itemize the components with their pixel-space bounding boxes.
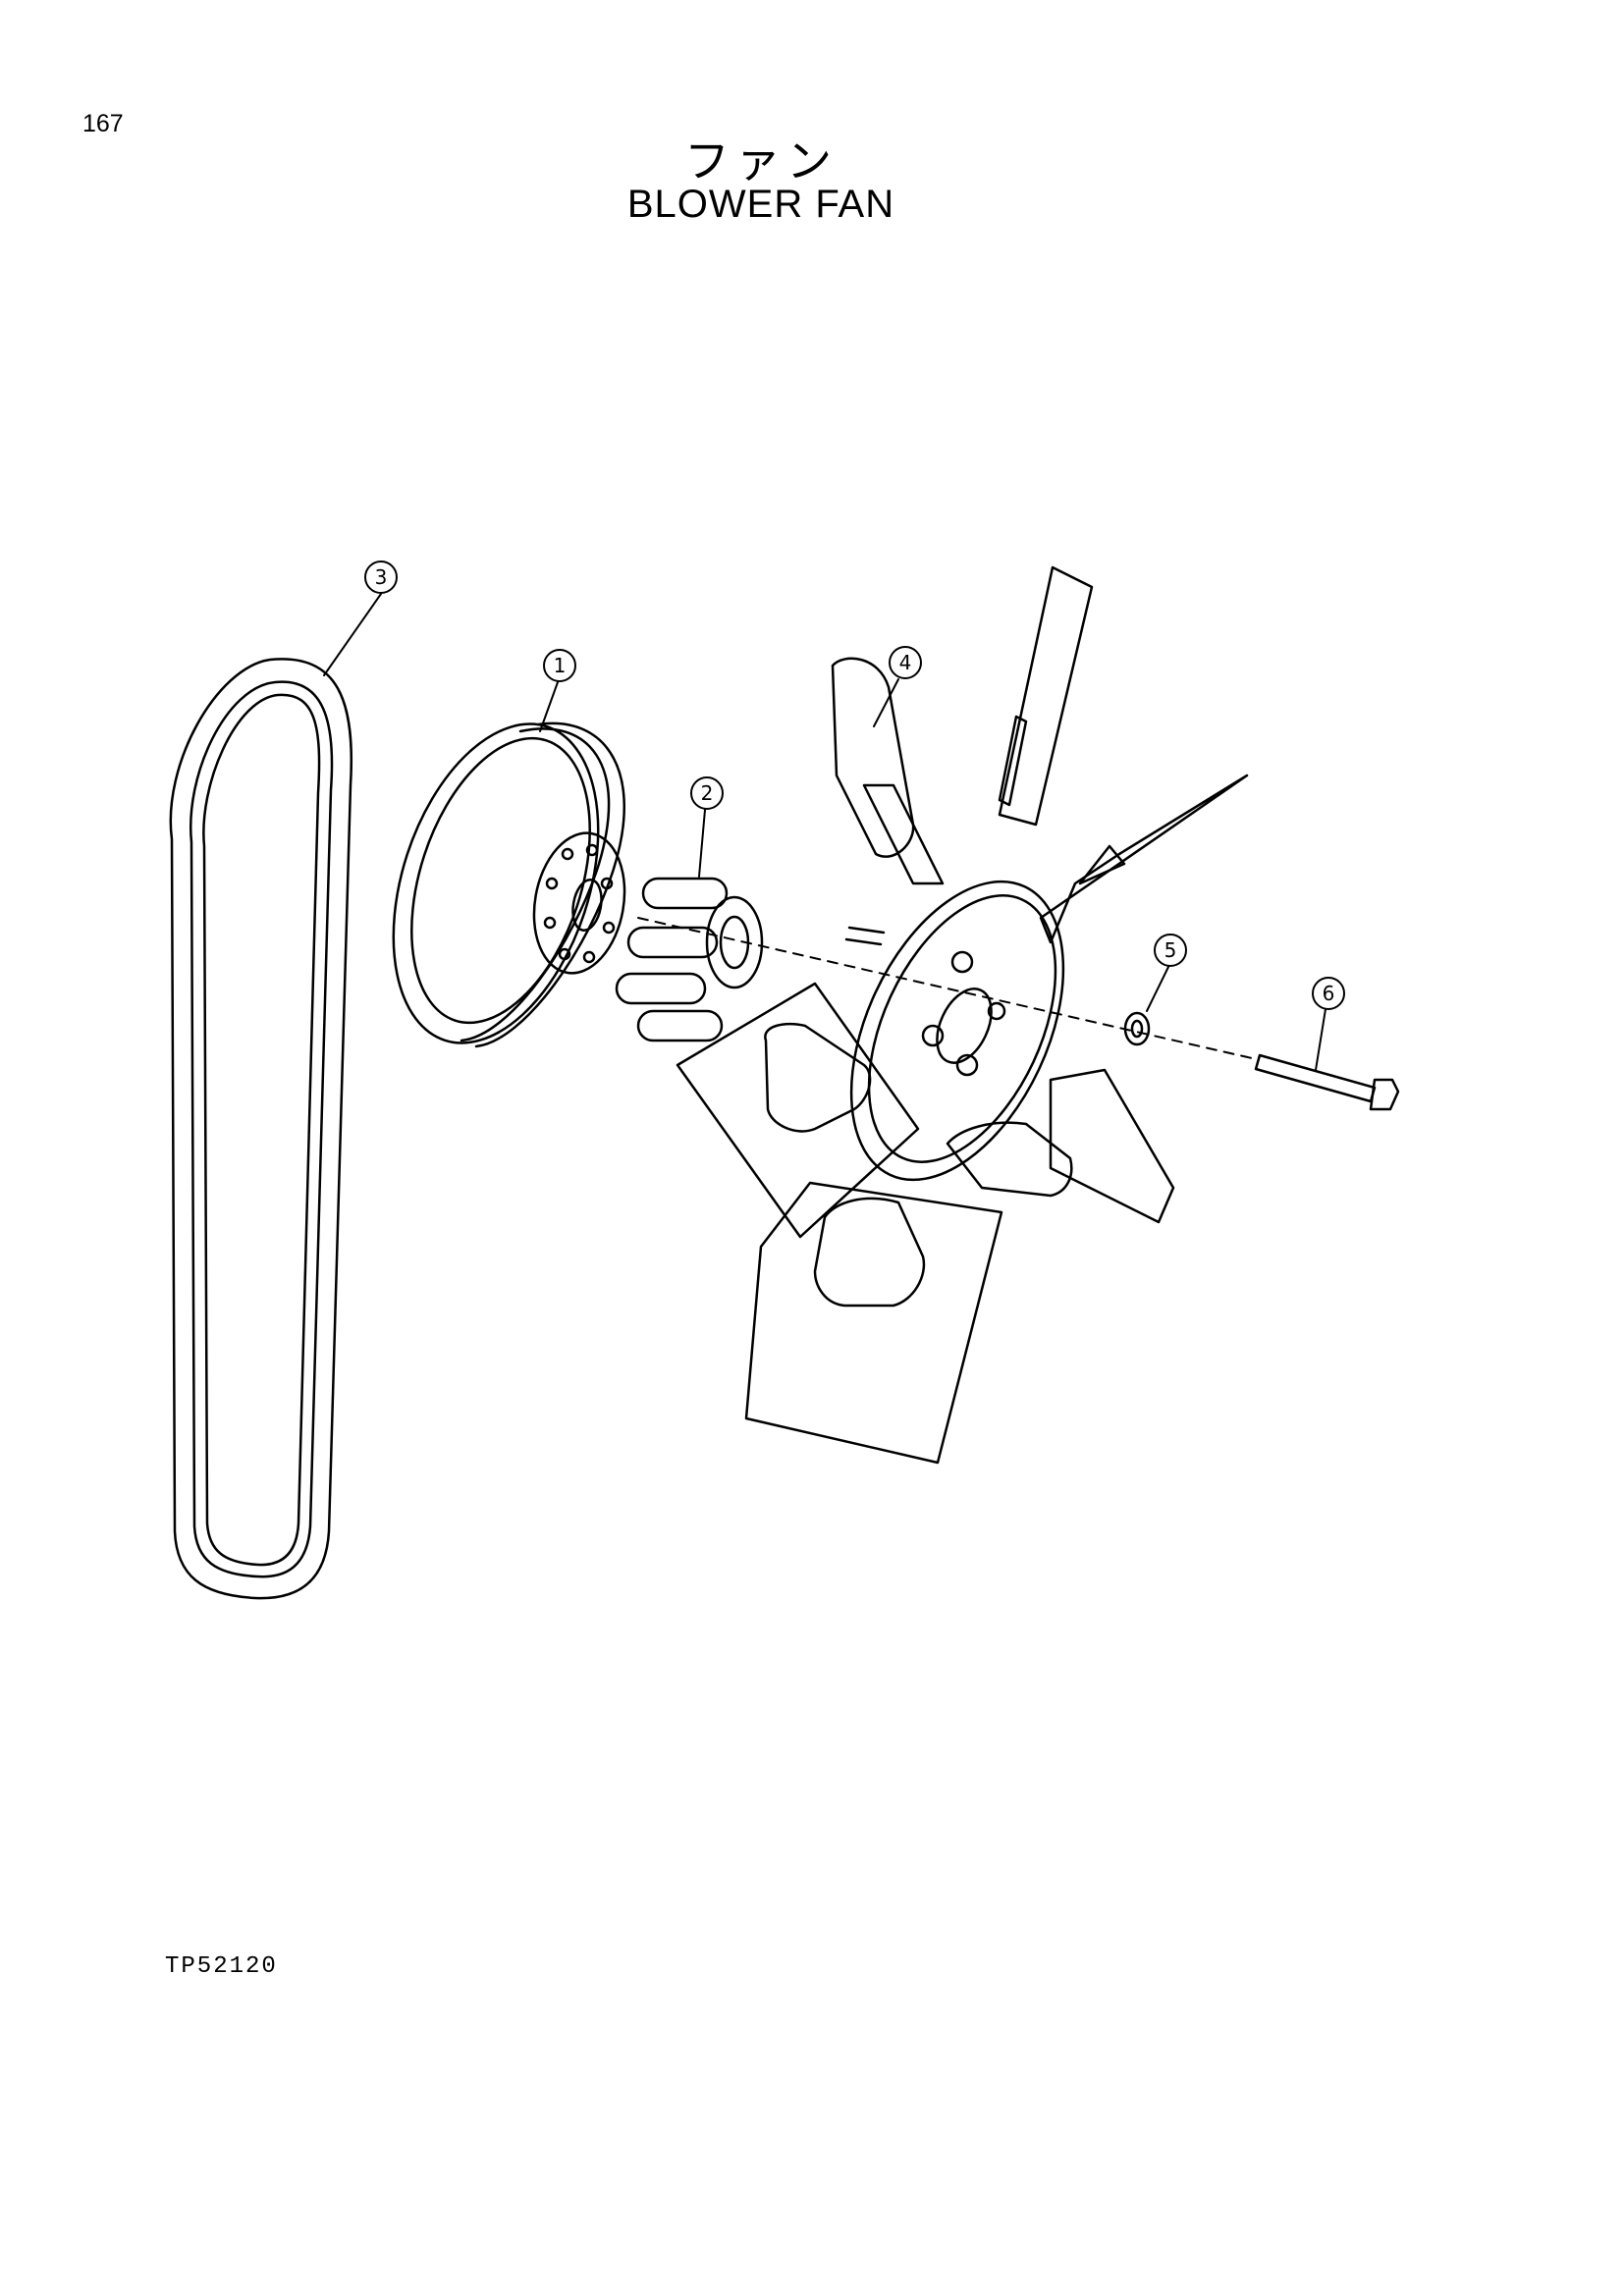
- callout-5: 5: [1154, 934, 1187, 967]
- title-english: BLOWER FAN: [626, 183, 895, 226]
- bolt-icon: [1254, 1053, 1400, 1111]
- callout-4: 4: [889, 646, 922, 679]
- callout-1: 1: [543, 649, 576, 682]
- spacer-icon: [615, 877, 764, 1042]
- fan-icon: [676, 565, 1249, 1465]
- washer-icon: [1123, 1011, 1151, 1046]
- pulley-icon: [392, 721, 626, 1048]
- figure-code: TP52120: [165, 1953, 278, 1980]
- callout-6: 6: [1312, 977, 1345, 1010]
- page-number: 167: [82, 110, 124, 137]
- leader-lines: [323, 593, 1326, 1071]
- svg-text:1: 1: [554, 654, 567, 677]
- callout-2: 2: [690, 776, 724, 810]
- title-japanese: ファン: [684, 134, 838, 187]
- svg-text:4: 4: [899, 651, 912, 674]
- callout-3: 3: [364, 561, 398, 594]
- v-belt-icon: [169, 658, 353, 1600]
- svg-text:3: 3: [375, 565, 388, 589]
- svg-text:6: 6: [1323, 982, 1335, 1005]
- svg-text:2: 2: [701, 781, 714, 805]
- svg-text:5: 5: [1164, 938, 1177, 962]
